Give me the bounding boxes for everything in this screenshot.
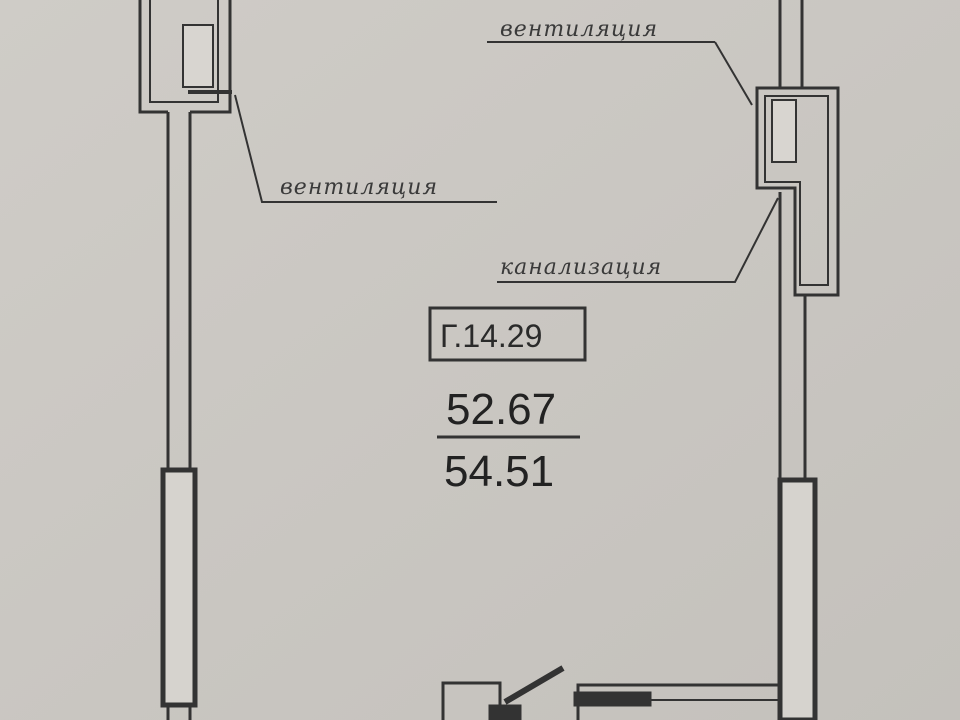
- vent-top-leader: [714, 41, 753, 106]
- right-shaft-outline: [755, 86, 840, 297]
- right-vent-duct: [771, 99, 797, 163]
- door-leaf: [488, 704, 522, 720]
- unit-code-box: [428, 306, 587, 362]
- left-shaft-inner: [149, 0, 219, 103]
- door-swing: [503, 665, 565, 705]
- left-vent-duct: [182, 24, 214, 88]
- sewer-leader: [497, 197, 779, 283]
- left-shaft-outline: [138, 0, 232, 114]
- right-window: [777, 477, 818, 720]
- bottom-partition: [576, 683, 780, 720]
- vent-left-leader: [234, 94, 497, 203]
- unit-code: Г.14.29: [440, 318, 542, 354]
- sewer-label: канализация: [500, 255, 662, 280]
- door-frame: [441, 681, 502, 720]
- total-area: 54.51: [444, 447, 554, 496]
- vent-left-label: вентиляция: [280, 175, 438, 200]
- vent-top-label: вентиляция: [500, 17, 658, 42]
- right-shaft-inner: [764, 95, 829, 286]
- living-area: 52.67: [446, 385, 556, 434]
- bottom-lintel: [573, 691, 652, 707]
- left-window: [160, 467, 198, 708]
